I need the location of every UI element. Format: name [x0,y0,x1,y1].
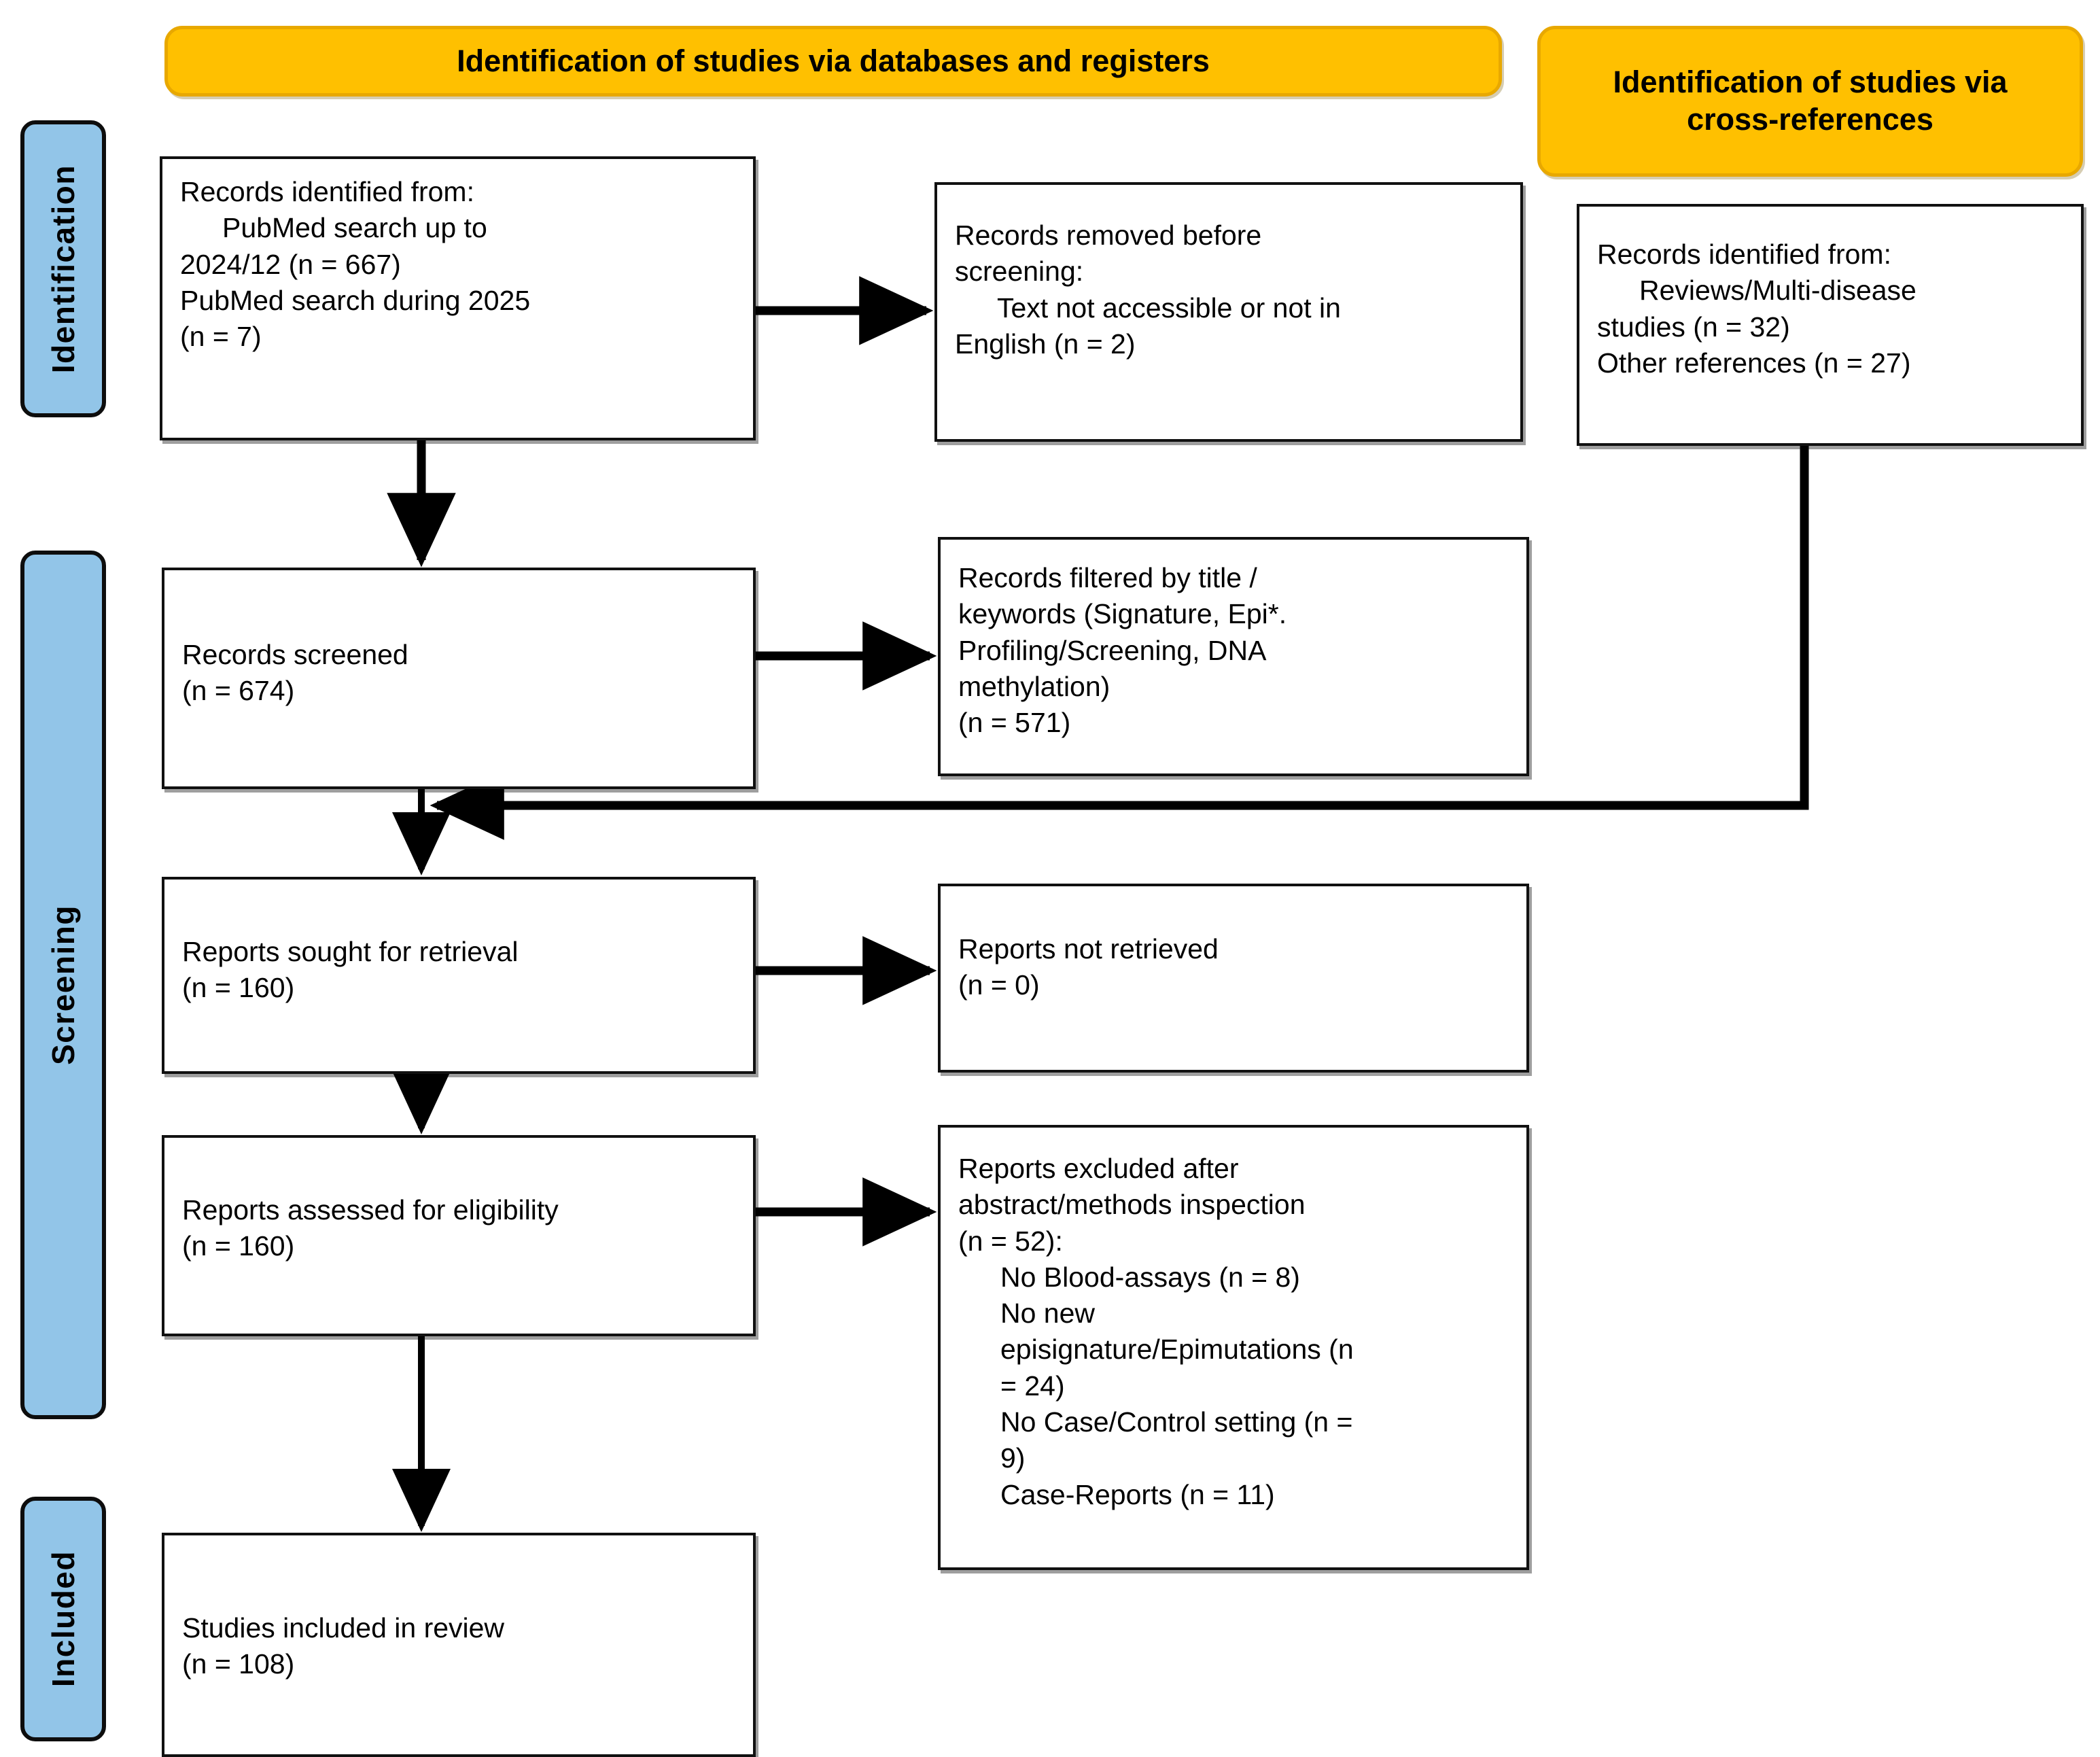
reports-excluded-line-3: (n = 52): [958,1225,1063,1257]
reports-assessed-line-2: (n = 160) [182,1230,295,1262]
box-records-identified-cross-references: Records identified from: Reviews/Multi-d… [1577,204,2084,446]
reports-not-retrieved-line-1: Reports not retrieved [958,933,1219,964]
header-identification-databases-label: Identification of studies via databases … [457,43,1210,78]
box-reports-excluded: Reports excluded after abstract/methods … [938,1125,1529,1570]
reports-not-retrieved-line-2: (n = 0) [958,969,1040,1001]
records-removed-line-2: screening: [955,256,1084,288]
rail-included: Included [20,1497,106,1741]
reports-excluded-line-9: 9) [1000,1442,1026,1474]
rail-screening: Screening [20,551,106,1419]
records-identified-line-2: PubMed search up to [222,212,487,244]
reports-excluded-line-4: No Blood-assays (n = 8) [1000,1261,1300,1293]
records-identified-line-1: Records identified from: [180,176,474,207]
records-filtered-line-4: methylation) [958,670,1110,702]
reports-excluded-line-10: Case-Reports (n = 11) [1000,1478,1275,1510]
reports-excluded-line-1: Reports excluded after [958,1153,1239,1184]
reports-sought-line-2: (n = 160) [182,972,295,1004]
records-screened-line-2: (n = 674) [182,675,295,707]
records-filtered-line-3: Profiling/Screening, DNA [958,634,1267,666]
reports-excluded-line-7: = 24) [1000,1370,1065,1402]
rail-screening-label: Screening [46,905,81,1065]
box-studies-included: Studies included in review (n = 108) [162,1533,756,1757]
records-removed-line-1: Records removed before [955,220,1262,251]
studies-included-line-1: Studies included in review [182,1612,505,1643]
reports-sought-line-1: Reports sought for retrieval [182,936,519,967]
rail-included-label: Included [46,1550,81,1688]
records-removed-line-3: Text not accessible or not in [997,292,1341,324]
box-records-identified: Records identified from: PubMed search u… [160,156,756,440]
records-filtered-line-1: Records filtered by title / [958,562,1257,593]
header-identification-cross-references-label: Identification of studies via cross-refe… [1613,65,2008,137]
records-filtered-line-2: keywords (Signature, Epi*. [958,598,1287,630]
records-screened-line-1: Records screened [182,639,408,670]
rail-identification: Identification [20,120,106,417]
reports-excluded-line-6: episignature/Epimutations (n [1000,1334,1354,1365]
crossrefs-line-3: studies (n = 32) [1597,311,1790,343]
crossrefs-line-1: Records identified from: [1597,239,1891,270]
box-records-screened: Records screened (n = 674) [162,568,756,789]
box-records-filtered: Records filtered by title / keywords (Si… [938,537,1529,776]
reports-excluded-line-2: abstract/methods inspection [958,1189,1306,1221]
header-identification-databases: Identification of studies via databases … [164,26,1502,97]
studies-included-line-2: (n = 108) [182,1648,295,1680]
crossrefs-line-4: Other references (n = 27) [1597,347,1911,379]
reports-excluded-line-8: No Case/Control setting (n = [1000,1406,1353,1438]
box-reports-not-retrieved: Reports not retrieved (n = 0) [938,884,1529,1073]
reports-excluded-line-5: No new [1000,1298,1096,1329]
box-records-removed: Records removed before screening: Text n… [934,182,1523,442]
box-reports-sought: Reports sought for retrieval (n = 160) [162,877,756,1074]
header-identification-cross-references: Identification of studies via cross-refe… [1537,26,2083,177]
records-filtered-line-5: (n = 571) [958,707,1071,739]
records-identified-line-4: PubMed search during 2025 [180,284,531,316]
crossrefs-line-2: Reviews/Multi-disease [1639,275,1917,307]
box-reports-assessed: Reports assessed for eligibility (n = 16… [162,1135,756,1336]
records-identified-line-5: (n = 7) [180,321,262,353]
records-identified-line-3: 2024/12 (n = 667) [180,248,401,280]
records-removed-line-4: English (n = 2) [955,328,1136,360]
rail-identification-label: Identification [46,164,81,374]
reports-assessed-line-1: Reports assessed for eligibility [182,1194,559,1225]
